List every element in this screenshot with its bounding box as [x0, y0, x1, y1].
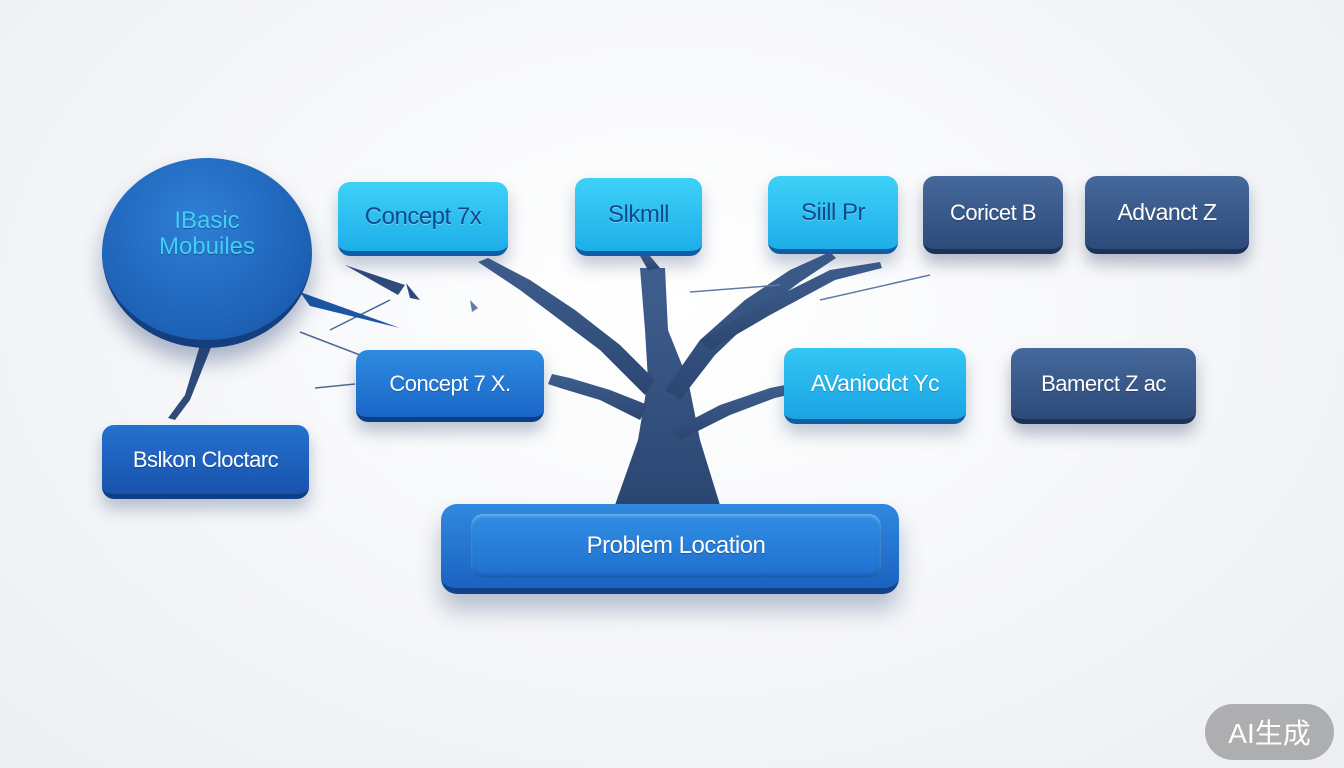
node-concept-b[interactable]: Coricet B: [923, 176, 1063, 254]
node-label: Siill Pr: [800, 198, 866, 226]
node-label: Coricet B: [950, 199, 1036, 225]
branch-right-thin: [700, 262, 882, 350]
node-problem-location[interactable]: Problem Location: [441, 504, 899, 594]
branch-center: [640, 256, 660, 270]
node-problem-location-inner: Problem Location: [471, 514, 881, 578]
node-label: AVaniodct Yc: [810, 370, 940, 396]
node-label: Concept 7 X.: [389, 370, 511, 396]
circle-shard: [345, 265, 405, 295]
node-bomerct-zac[interactable]: Bamerct Z ac: [1011, 348, 1196, 424]
branch-left-upper: [478, 258, 655, 395]
node-advanced-z[interactable]: Advanct Z: [1085, 176, 1249, 254]
node-label: Concept 7x: [364, 202, 482, 230]
connector-line: [819, 274, 931, 301]
circle-shard: [470, 300, 478, 312]
node-label: Advanct Z: [1117, 199, 1217, 225]
branch-right-upper: [665, 252, 836, 400]
node-basic-modules[interactable]: IBasic Mobuiles: [102, 158, 312, 348]
node-label: Problem Location: [586, 532, 766, 559]
node-label: Slkmll: [608, 200, 670, 228]
node-label: Bamerct Z ac: [1041, 370, 1166, 396]
connector-line: [689, 284, 781, 293]
circle-shard: [406, 283, 420, 300]
node-label: IBasic Mobuiles: [158, 207, 256, 260]
node-concept-7x-top[interactable]: Concept 7x: [338, 182, 508, 256]
watermark-badge: AI生成: [1205, 704, 1334, 760]
circle-shard: [300, 292, 400, 328]
node-concept-7x-mid[interactable]: Concept 7 X.: [356, 350, 544, 422]
node-balkon-cloctarc[interactable]: Bslkon Cloctarc: [102, 425, 309, 499]
connector-line: [299, 331, 361, 356]
branch-right-lower: [672, 384, 792, 440]
node-skill-pr[interactable]: Siill Pr: [768, 176, 898, 254]
circle-stem: [168, 345, 212, 420]
node-label: Bslkon Cloctarc: [132, 446, 279, 472]
node-skill[interactable]: Slkmll: [575, 178, 702, 256]
connector-line: [314, 383, 356, 389]
branch-left-lower: [548, 374, 648, 420]
node-advanced-yc[interactable]: AVaniodct Yc: [784, 348, 966, 424]
